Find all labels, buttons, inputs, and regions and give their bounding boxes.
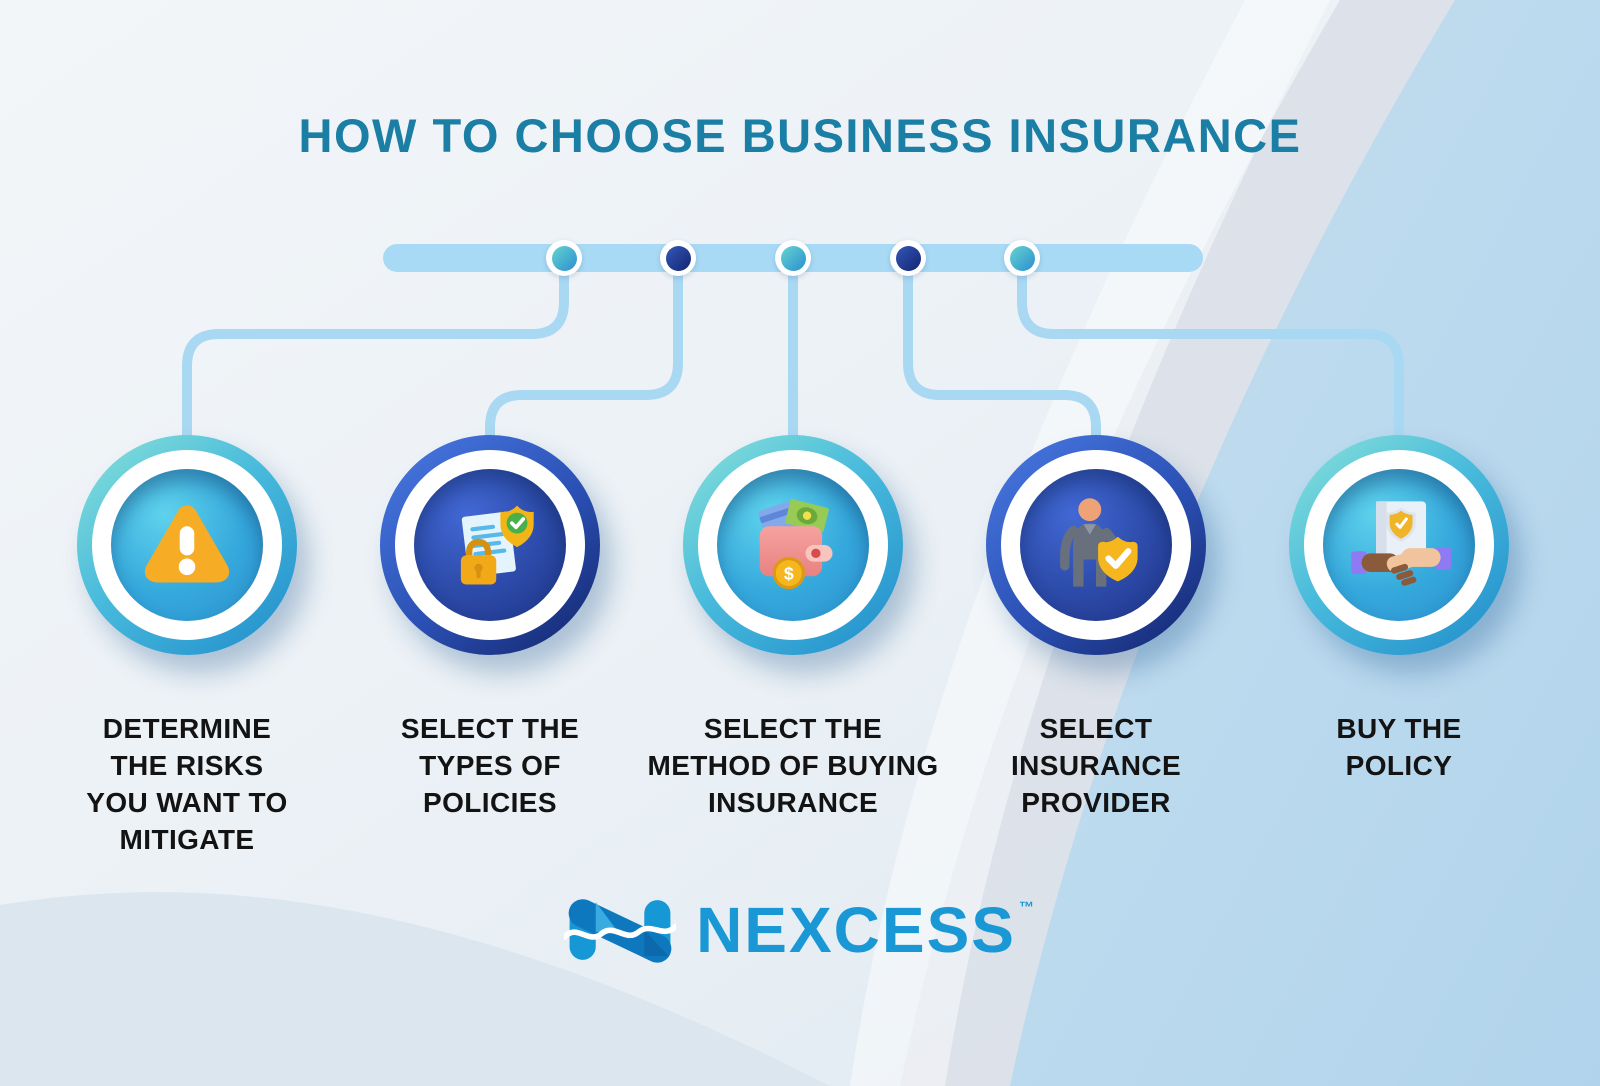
dollar-coin-icon (772, 556, 805, 590)
timeline-dot-1 (546, 240, 582, 276)
insured-document-lock-icon (460, 505, 534, 585)
circle-inner (111, 469, 263, 621)
step-circle-3: $ (683, 435, 903, 655)
circle-inner (1020, 469, 1172, 621)
step-label-4: SELECT INSURANCE PROVIDER (1010, 713, 1182, 818)
brand-wordmark: NEXCESS ™ (696, 898, 1036, 962)
warning-triangle-icon (144, 505, 230, 583)
nexcess-logo-icon (564, 899, 677, 963)
brand-footer: NEXCESS ™ (0, 882, 1600, 978)
timeline-dot-4 (890, 240, 926, 276)
timeline-dot-2 (660, 240, 696, 276)
brand-name: NEXCESS (696, 894, 1016, 966)
money-bill-icon (785, 499, 829, 533)
handshake-policy-icon (1351, 501, 1451, 586)
circle-inner: $ (717, 469, 869, 621)
circle-inner (414, 469, 566, 621)
step-circle-5 (1289, 435, 1509, 655)
timeline-dot-3 (775, 240, 811, 276)
step-circle-2 (380, 435, 600, 655)
step-label-3: SELECT THE METHOD OF BUYING INSURANCE (647, 713, 939, 818)
trademark-symbol: ™ (1018, 899, 1036, 916)
shield-check-icon (1386, 507, 1416, 542)
shield-check-icon (500, 505, 534, 548)
step-label-1: DETERMINE THE RISKS YOU WANT TO MITIGATE (86, 713, 288, 855)
wallet-money-icon: $ (758, 499, 833, 590)
step-label-2: SELECT THE TYPES OF POLICIES (400, 713, 580, 818)
page-title: HOW TO CHOOSE BUSINESS INSURANCE (298, 109, 1302, 162)
person-with-shield-icon (1060, 498, 1138, 587)
circle-inner (1323, 469, 1475, 621)
step-circle-4 (986, 435, 1206, 655)
padlock-icon (460, 538, 497, 585)
step-circle-1 (77, 435, 297, 655)
timeline-dot-5 (1004, 240, 1040, 276)
svg-text:$: $ (784, 563, 794, 583)
shield-check-icon (1098, 536, 1138, 582)
step-label-5: BUY THE POLICY (1336, 713, 1462, 781)
